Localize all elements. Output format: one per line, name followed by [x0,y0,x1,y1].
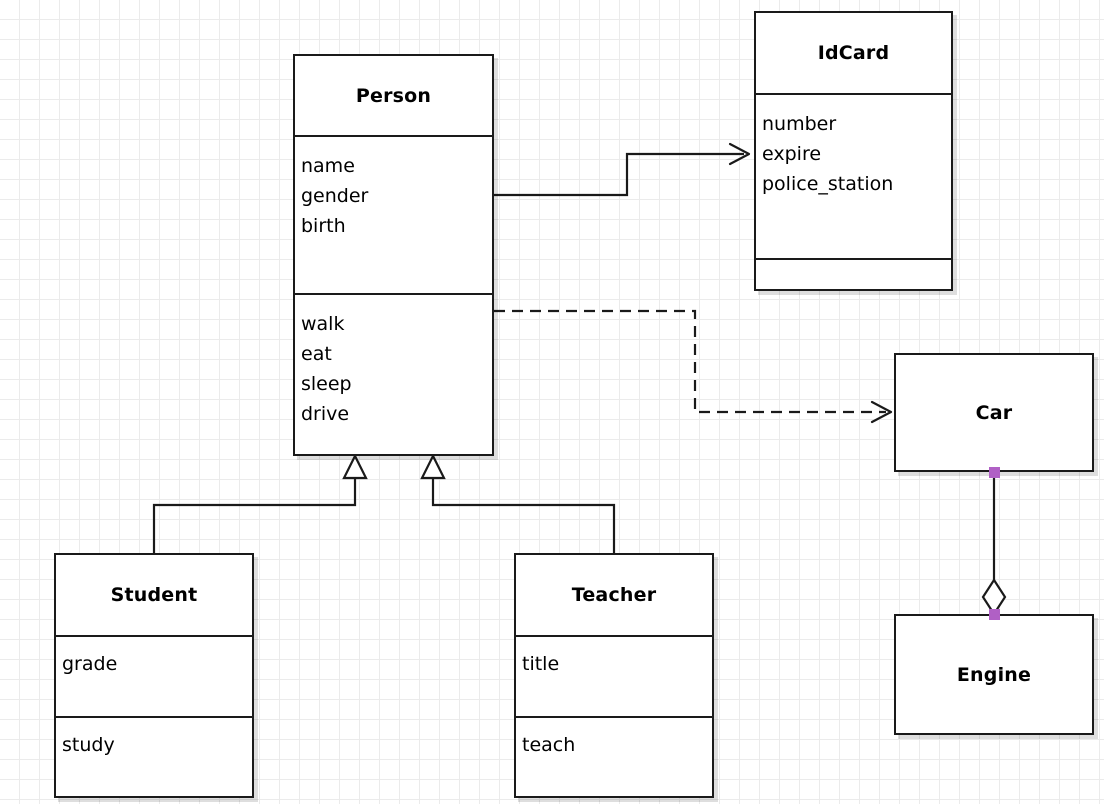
person-attributes-compartment: name gender birth [295,135,492,293]
class-box-idcard[interactable]: IdCard number expire police_station [754,11,953,291]
engine-title-compartment: Engine [896,616,1092,733]
attribute-item: name [301,155,355,177]
student-attributes-compartment: grade [56,635,252,716]
student-class-name: Student [110,584,198,606]
open-arrow-icon [870,400,893,424]
idcard-methods-compartment [756,258,951,289]
teacher-methods-compartment: teach [516,716,712,796]
class-box-person[interactable]: Person name gender birth walk eat sleep … [293,54,494,456]
person-methods-compartment: walk eat sleep drive [295,293,492,454]
class-box-car[interactable]: Car [894,353,1094,472]
hollow-triangle-icon [342,453,368,480]
class-box-student[interactable]: Student grade study [54,553,254,798]
method-item: sleep [301,373,352,395]
attribute-item: police_station [762,173,894,195]
attribute-item: title [522,653,560,675]
attribute-item: birth [301,215,346,237]
method-item: walk [301,313,345,335]
connector-person-car[interactable] [494,309,893,424]
teacher-class-name: Teacher [571,584,657,606]
person-class-name: Person [355,84,432,107]
open-arrow-icon [728,142,751,166]
connector-person-idcard[interactable] [494,142,751,197]
method-item: teach [522,734,576,756]
attribute-item: gender [301,185,369,207]
engine-class-name: Engine [956,663,1032,686]
person-title-compartment: Person [295,56,492,135]
idcard-attributes-compartment: number expire police_station [756,93,951,258]
connection-handle-car-bottom[interactable] [989,467,1000,478]
method-item: study [62,734,115,756]
class-box-teacher[interactable]: Teacher title teach [514,553,714,798]
attribute-item: expire [762,143,822,165]
car-class-name: Car [975,401,1013,424]
method-item: drive [301,403,350,425]
idcard-class-name: IdCard [817,42,890,64]
teacher-title-compartment: Teacher [516,555,712,635]
attribute-item: grade [62,653,118,675]
student-title-compartment: Student [56,555,252,635]
car-title-compartment: Car [896,355,1092,470]
teacher-attributes-compartment: title [516,635,712,716]
connection-handle-engine-top[interactable] [989,609,1000,620]
connector-car-engine[interactable] [981,472,1007,617]
attribute-item: number [762,113,837,135]
idcard-title-compartment: IdCard [756,13,951,93]
student-methods-compartment: study [56,716,252,796]
connector-student-person[interactable] [152,453,368,553]
connector-teacher-person[interactable] [420,453,616,553]
method-item: eat [301,343,332,365]
hollow-triangle-icon [420,453,446,480]
class-box-engine[interactable]: Engine [894,614,1094,735]
